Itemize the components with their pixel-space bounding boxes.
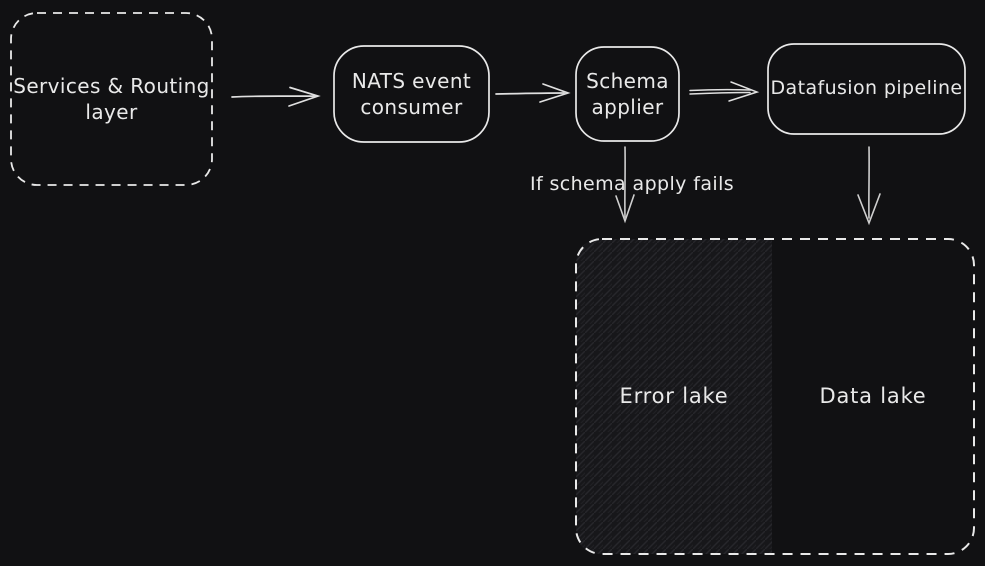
services-box-outline (10, 12, 213, 186)
services-box-label: Services & Routing layer (13, 73, 210, 124)
nats-box-outline (333, 45, 490, 143)
datafusion-box-outline (767, 43, 966, 135)
arrow-schema-to-datafusion (689, 81, 760, 102)
datafusion-box-label: Datafusion pipeline (770, 77, 963, 100)
schema-box-label: Schema applier (586, 68, 669, 119)
lake-box-outline (575, 238, 975, 555)
nats-box-label: NATS event consumer (351, 68, 472, 119)
arrow-nats-to-schema (495, 83, 571, 103)
schema-fail-edge-label: If schema apply fails (529, 173, 735, 195)
arrow-schema-to-error-lake (615, 146, 635, 224)
error-lake-hatch-fill (576, 239, 772, 554)
data-lake-label: Data lake (819, 383, 927, 408)
schema-box-outline (575, 46, 680, 142)
arrow-services-to-nats (231, 86, 321, 107)
arrow-datafusion-to-data-lake (857, 146, 881, 226)
error-lake-label: Error lake (619, 383, 729, 408)
